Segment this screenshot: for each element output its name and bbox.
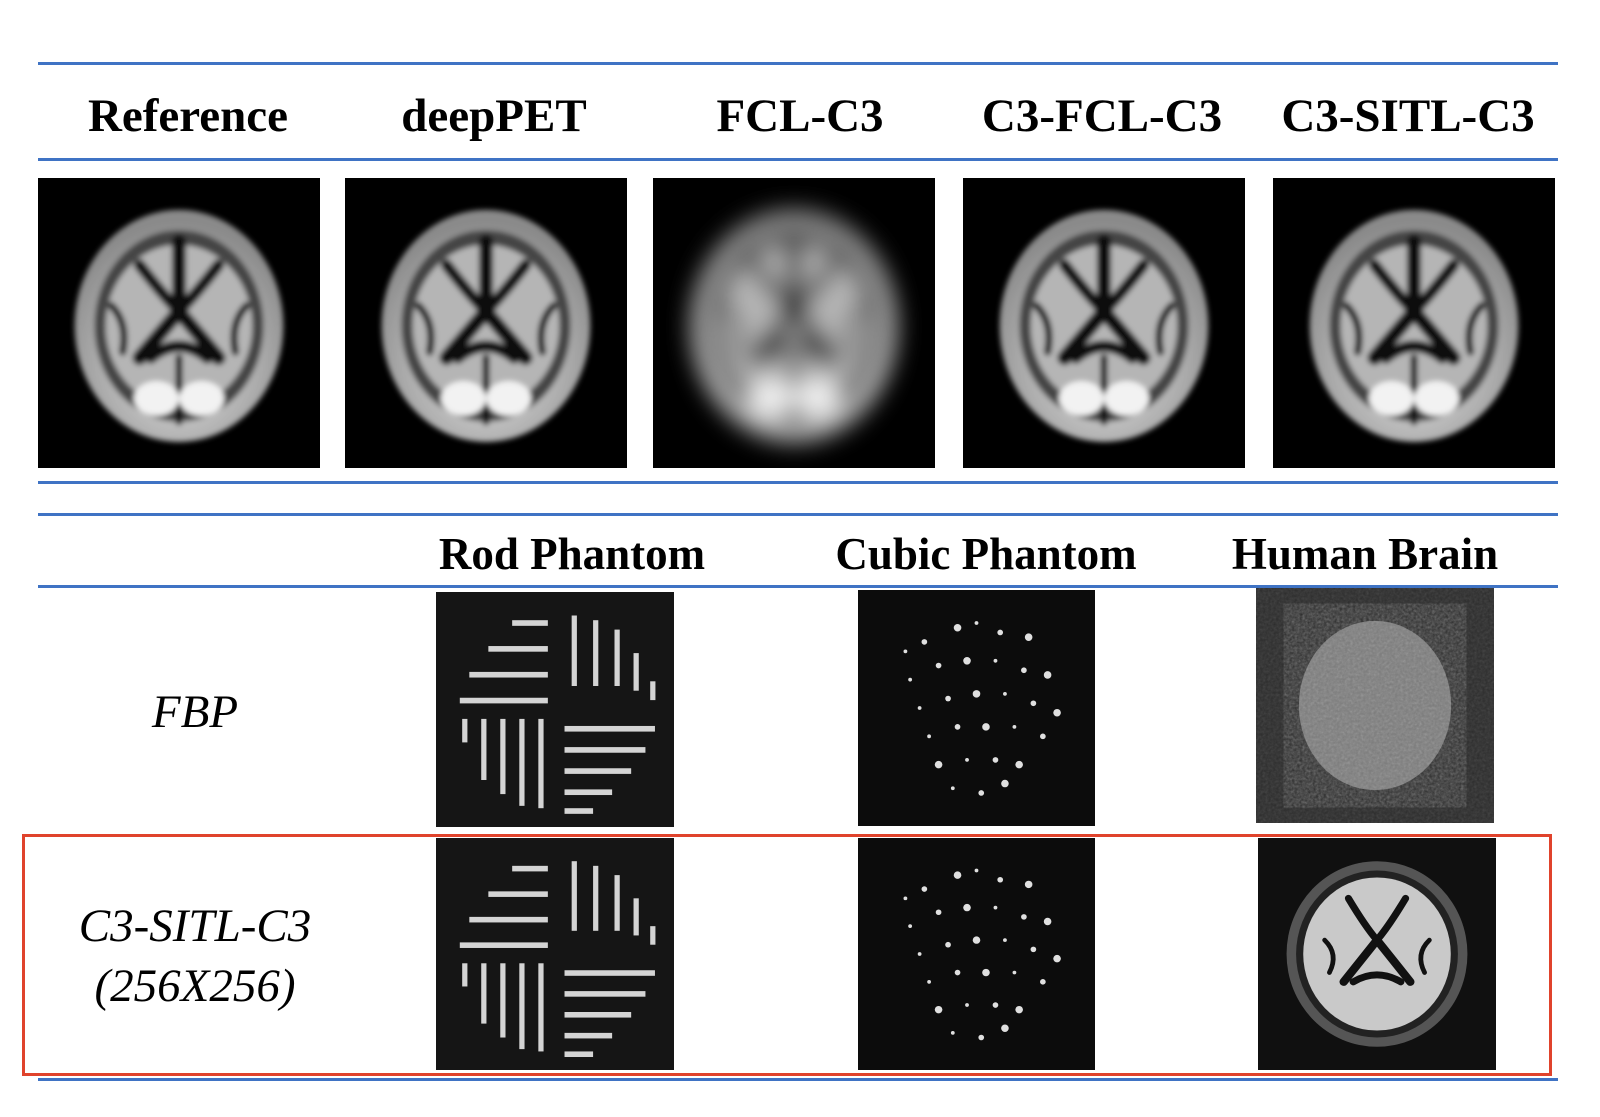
- column-header-rod-phantom: Rod Phantom: [438, 529, 706, 579]
- rod1-image: [436, 592, 674, 827]
- hb2-image: [1258, 838, 1496, 1070]
- highlight-box-proposed-method: [22, 834, 1552, 1076]
- brain-panel-deeppet: [345, 178, 627, 468]
- row-label-c3-sitl-c3-line-2: (256X256): [94, 960, 296, 1012]
- bottom-rule-1: [38, 513, 1558, 516]
- column-header-fcl-c3: FCL-C3: [716, 90, 884, 142]
- column-header-human-brain: Human Brain: [1231, 529, 1499, 579]
- brain-panel-c3-sitl-c3: [1273, 178, 1555, 468]
- rod2-image: [436, 838, 674, 1070]
- brain-panel-c3-fcl-c3: [963, 178, 1245, 468]
- hb1-image: [1256, 588, 1494, 823]
- column-header-cubic-phantom: Cubic Phantom: [835, 529, 1137, 579]
- rod-phantom-c3-sitl-c3: [436, 838, 674, 1070]
- bottom-rule-3: [38, 1078, 1558, 1081]
- br3-image: [999, 209, 1209, 442]
- row-label-fbp: FBP: [40, 682, 350, 742]
- rod-phantom-fbp: [436, 592, 674, 827]
- column-header-deeppet: deepPET: [401, 90, 587, 142]
- bottom-rule-2: [38, 585, 1558, 588]
- cubic-phantom-fbp: [858, 590, 1095, 826]
- column-header-c3-fcl-c3: C3-FCL-C3: [981, 90, 1223, 142]
- row-label-fbp-line: FBP: [151, 686, 239, 738]
- human-brain-fbp: [1256, 588, 1494, 823]
- brain-panel-fcl-c3: [653, 178, 935, 468]
- br0-image: [74, 209, 284, 442]
- cub1-image: [858, 590, 1095, 826]
- column-header-reference: Reference: [87, 90, 289, 142]
- brain-panel-reference: [38, 178, 320, 468]
- top-rule-3: [38, 481, 1558, 484]
- top-rule-2: [38, 158, 1558, 161]
- row-label-c3-sitl-c3: C3-SITL-C3 (256X256): [40, 896, 350, 1016]
- br1-image: [381, 209, 591, 442]
- br2-image: [689, 209, 899, 442]
- column-header-c3-sitl-c3: C3-SITL-C3: [1281, 90, 1535, 142]
- row-label-c3-sitl-c3-line-1: C3-SITL-C3: [78, 900, 312, 952]
- cubic-phantom-c3-sitl-c3: [858, 838, 1095, 1070]
- top-rule-1: [38, 62, 1558, 65]
- cub2-image: [858, 838, 1095, 1070]
- human-brain-c3-sitl-c3: [1258, 838, 1496, 1070]
- br4-image: [1309, 209, 1519, 442]
